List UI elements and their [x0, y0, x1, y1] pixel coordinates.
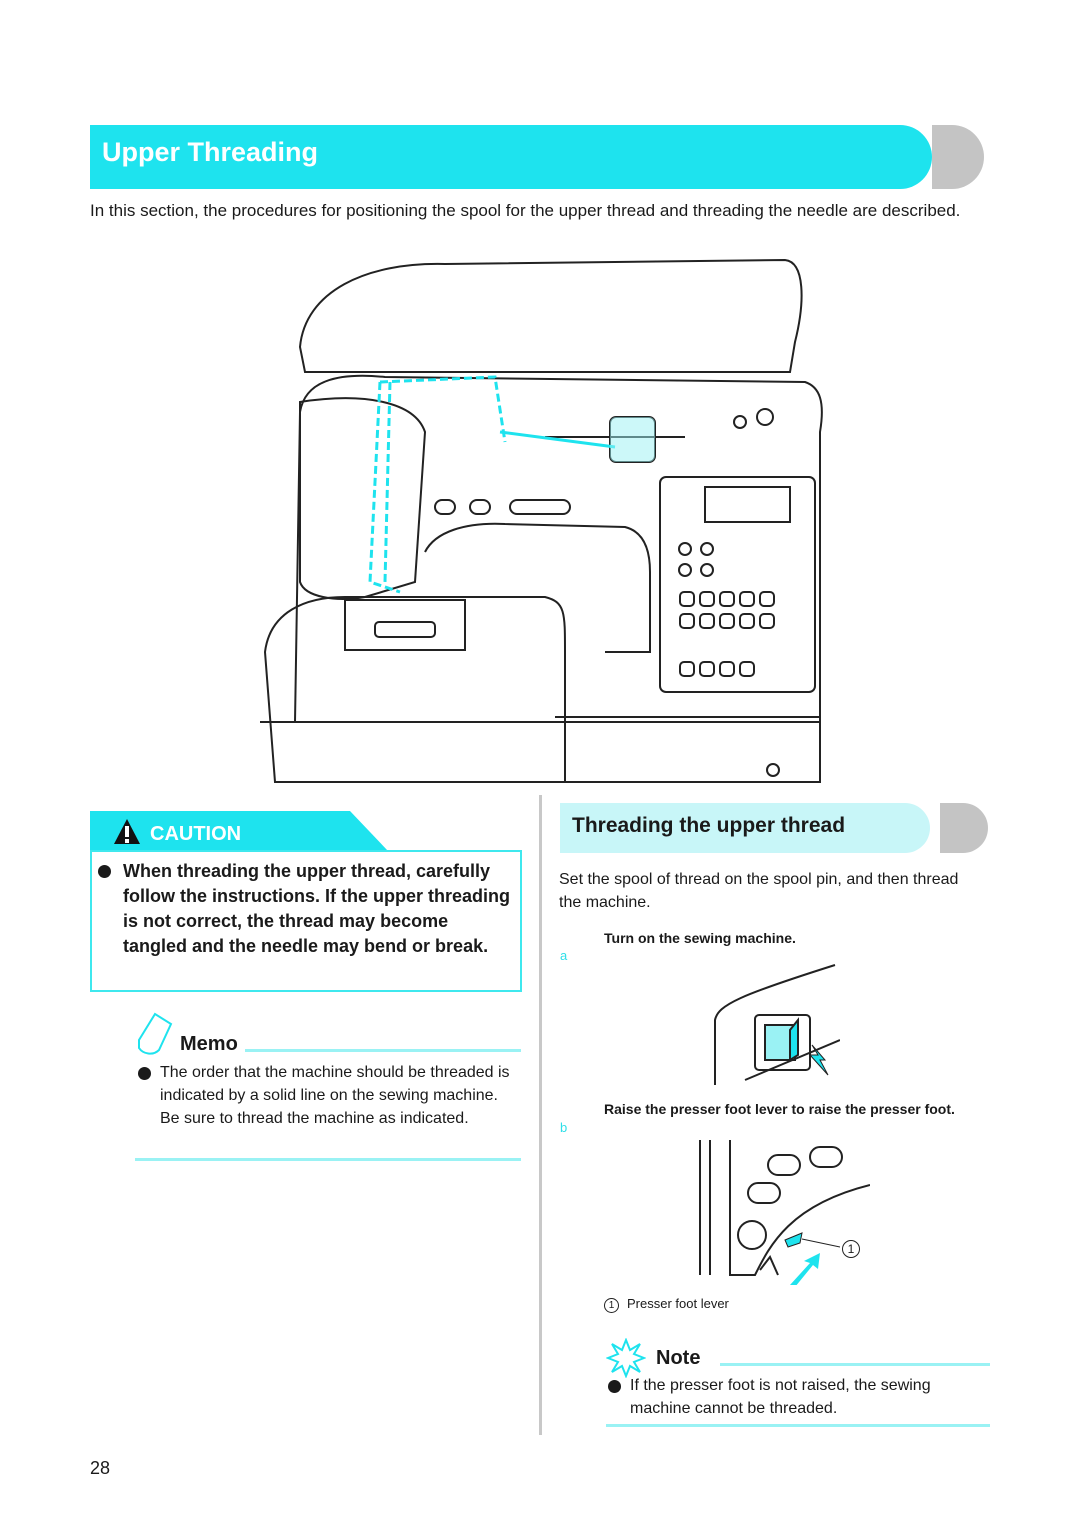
note-burst-icon — [606, 1338, 646, 1378]
caution-text: When threading the upper thread, careful… — [123, 861, 510, 956]
power-switch-illustration — [714, 964, 840, 1085]
sewing-machine-illustration — [260, 258, 823, 783]
memo-title: Memo — [180, 1033, 238, 1055]
caution-label: CAUTION — [150, 823, 241, 845]
section-bar — [90, 125, 932, 189]
callout-number: 1 — [604, 1298, 619, 1313]
memo-rule — [245, 1049, 521, 1052]
note-bottom-rule — [606, 1424, 990, 1427]
memo-bullet — [138, 1067, 151, 1080]
step-b-text: Raise the presser foot lever to raise th… — [604, 1101, 955, 1117]
memo-bottom-rule — [135, 1158, 521, 1161]
step-a-text: Turn on the sewing machine. — [604, 930, 796, 946]
subsection-intro: Set the spool of thread on the spool pin… — [559, 871, 959, 911]
caution-bullet — [98, 865, 111, 878]
note-text: If the presser foot is not raised, the s… — [630, 1377, 931, 1417]
section-title: Upper Threading — [102, 137, 319, 167]
subsection-tab — [940, 803, 988, 853]
note-title: Note — [656, 1347, 701, 1369]
step-b-letter: b — [560, 1120, 568, 1135]
memo-text: The order that the machine should be thr… — [160, 1064, 510, 1127]
subsection-header: Threading the upper thread — [560, 803, 990, 853]
section-header: Upper Threading — [90, 125, 990, 189]
callout-legend: 1 Presser foot lever — [604, 1296, 729, 1313]
step-a-letter: a — [560, 948, 568, 963]
callout-marker: 1 — [842, 1240, 860, 1258]
caution-box — [90, 850, 522, 992]
memo-icon — [138, 1012, 173, 1055]
note-bullet — [608, 1380, 621, 1393]
note-rule — [720, 1363, 990, 1366]
page-number: 28 — [90, 1458, 111, 1478]
presser-foot-lever-illustration — [699, 1140, 870, 1285]
subsection-bar — [560, 803, 930, 853]
callout-label: Presser foot lever — [627, 1296, 729, 1311]
column-divider — [539, 795, 542, 1435]
section-tab — [932, 125, 984, 189]
intro-paragraph: In this section, the procedures for posi… — [90, 201, 961, 220]
caution-banner: CAUTION — [90, 811, 388, 851]
subsection-title: Threading the upper thread — [572, 814, 846, 837]
